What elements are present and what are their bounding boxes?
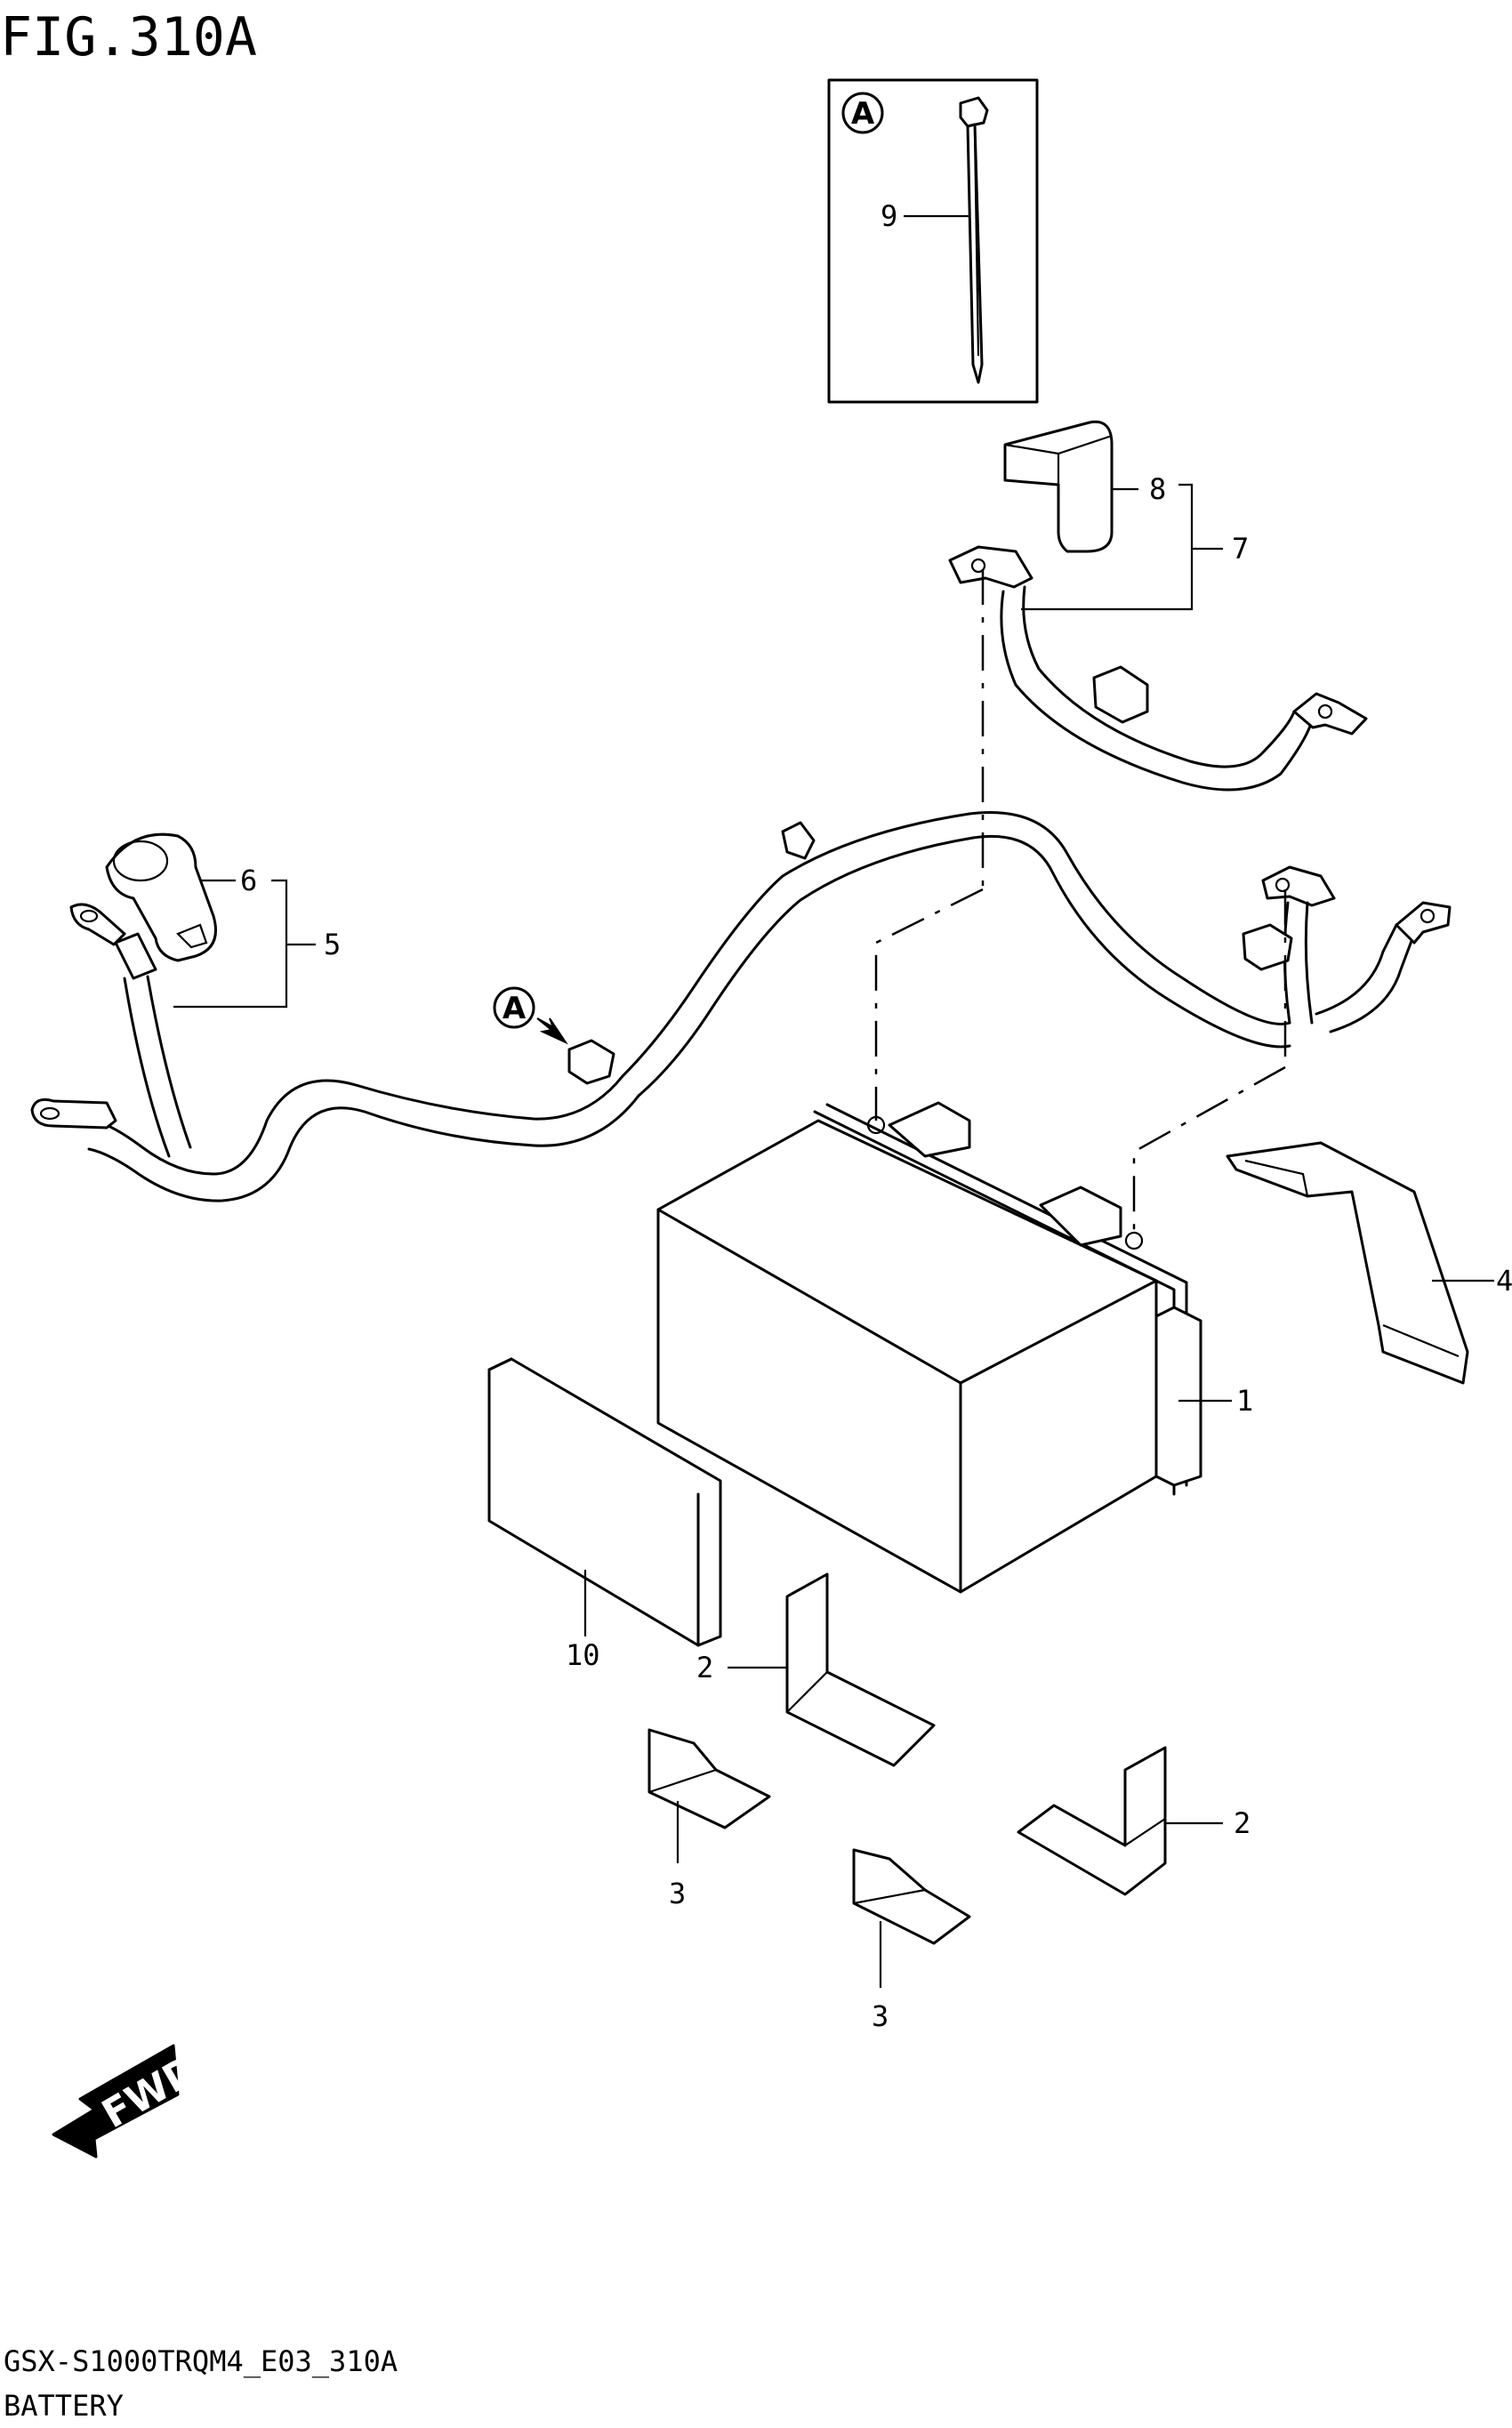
callout-9: 9 (881, 199, 897, 233)
spacer-part-2a (785, 1572, 936, 1767)
callout-3a: 3 (669, 1877, 686, 1910)
cable-tie-part-9 (959, 96, 989, 384)
battery-holder-part-4 (1226, 1141, 1469, 1385)
spacer-part-3b (852, 1848, 971, 1945)
ground-cable-boot-part-6 (105, 832, 217, 962)
clamp-location-marker: A (493, 986, 568, 1045)
model-code: GSX-S1000TRQM4_E03_310A (4, 2344, 398, 2378)
spacer-part-3a (647, 1728, 771, 1829)
spacer-part-2b (1017, 1746, 1167, 1896)
terminal-cover-part-8 (1003, 420, 1114, 553)
callout-5: 5 (324, 928, 341, 961)
negative-terminal-assembly (1242, 865, 1452, 1033)
callout-1: 1 (1236, 1384, 1253, 1418)
forward-direction-arrow: FWD (52, 2044, 206, 2159)
centerline-positive-battery (874, 888, 984, 1121)
callout-10: 10 (566, 1638, 600, 1672)
positive-cable-part-7 (948, 545, 1368, 792)
figure-title: FIG.310A (0, 6, 257, 68)
clamp-marker-letter: A (503, 991, 527, 1026)
callout-8: 8 (1149, 472, 1166, 506)
centerline-negative-battery (1132, 1065, 1286, 1236)
callout-2a: 2 (696, 1651, 713, 1684)
battery-harness-cable (30, 810, 1291, 1202)
leader-lines (173, 483, 1494, 1988)
callout-4: 4 (1496, 1264, 1512, 1298)
pad-part-10 (487, 1357, 722, 1647)
battery-part-1 (656, 1101, 1202, 1594)
section-name: BATTERY (4, 2389, 124, 2423)
callout-7: 7 (1232, 532, 1249, 566)
callout-2b: 2 (1234, 1806, 1251, 1840)
detail-box-a: A 9 (827, 78, 1039, 404)
detail-box-marker: A (851, 96, 875, 132)
callout-6: 6 (240, 864, 257, 897)
callout-3b: 3 (872, 1999, 889, 2033)
